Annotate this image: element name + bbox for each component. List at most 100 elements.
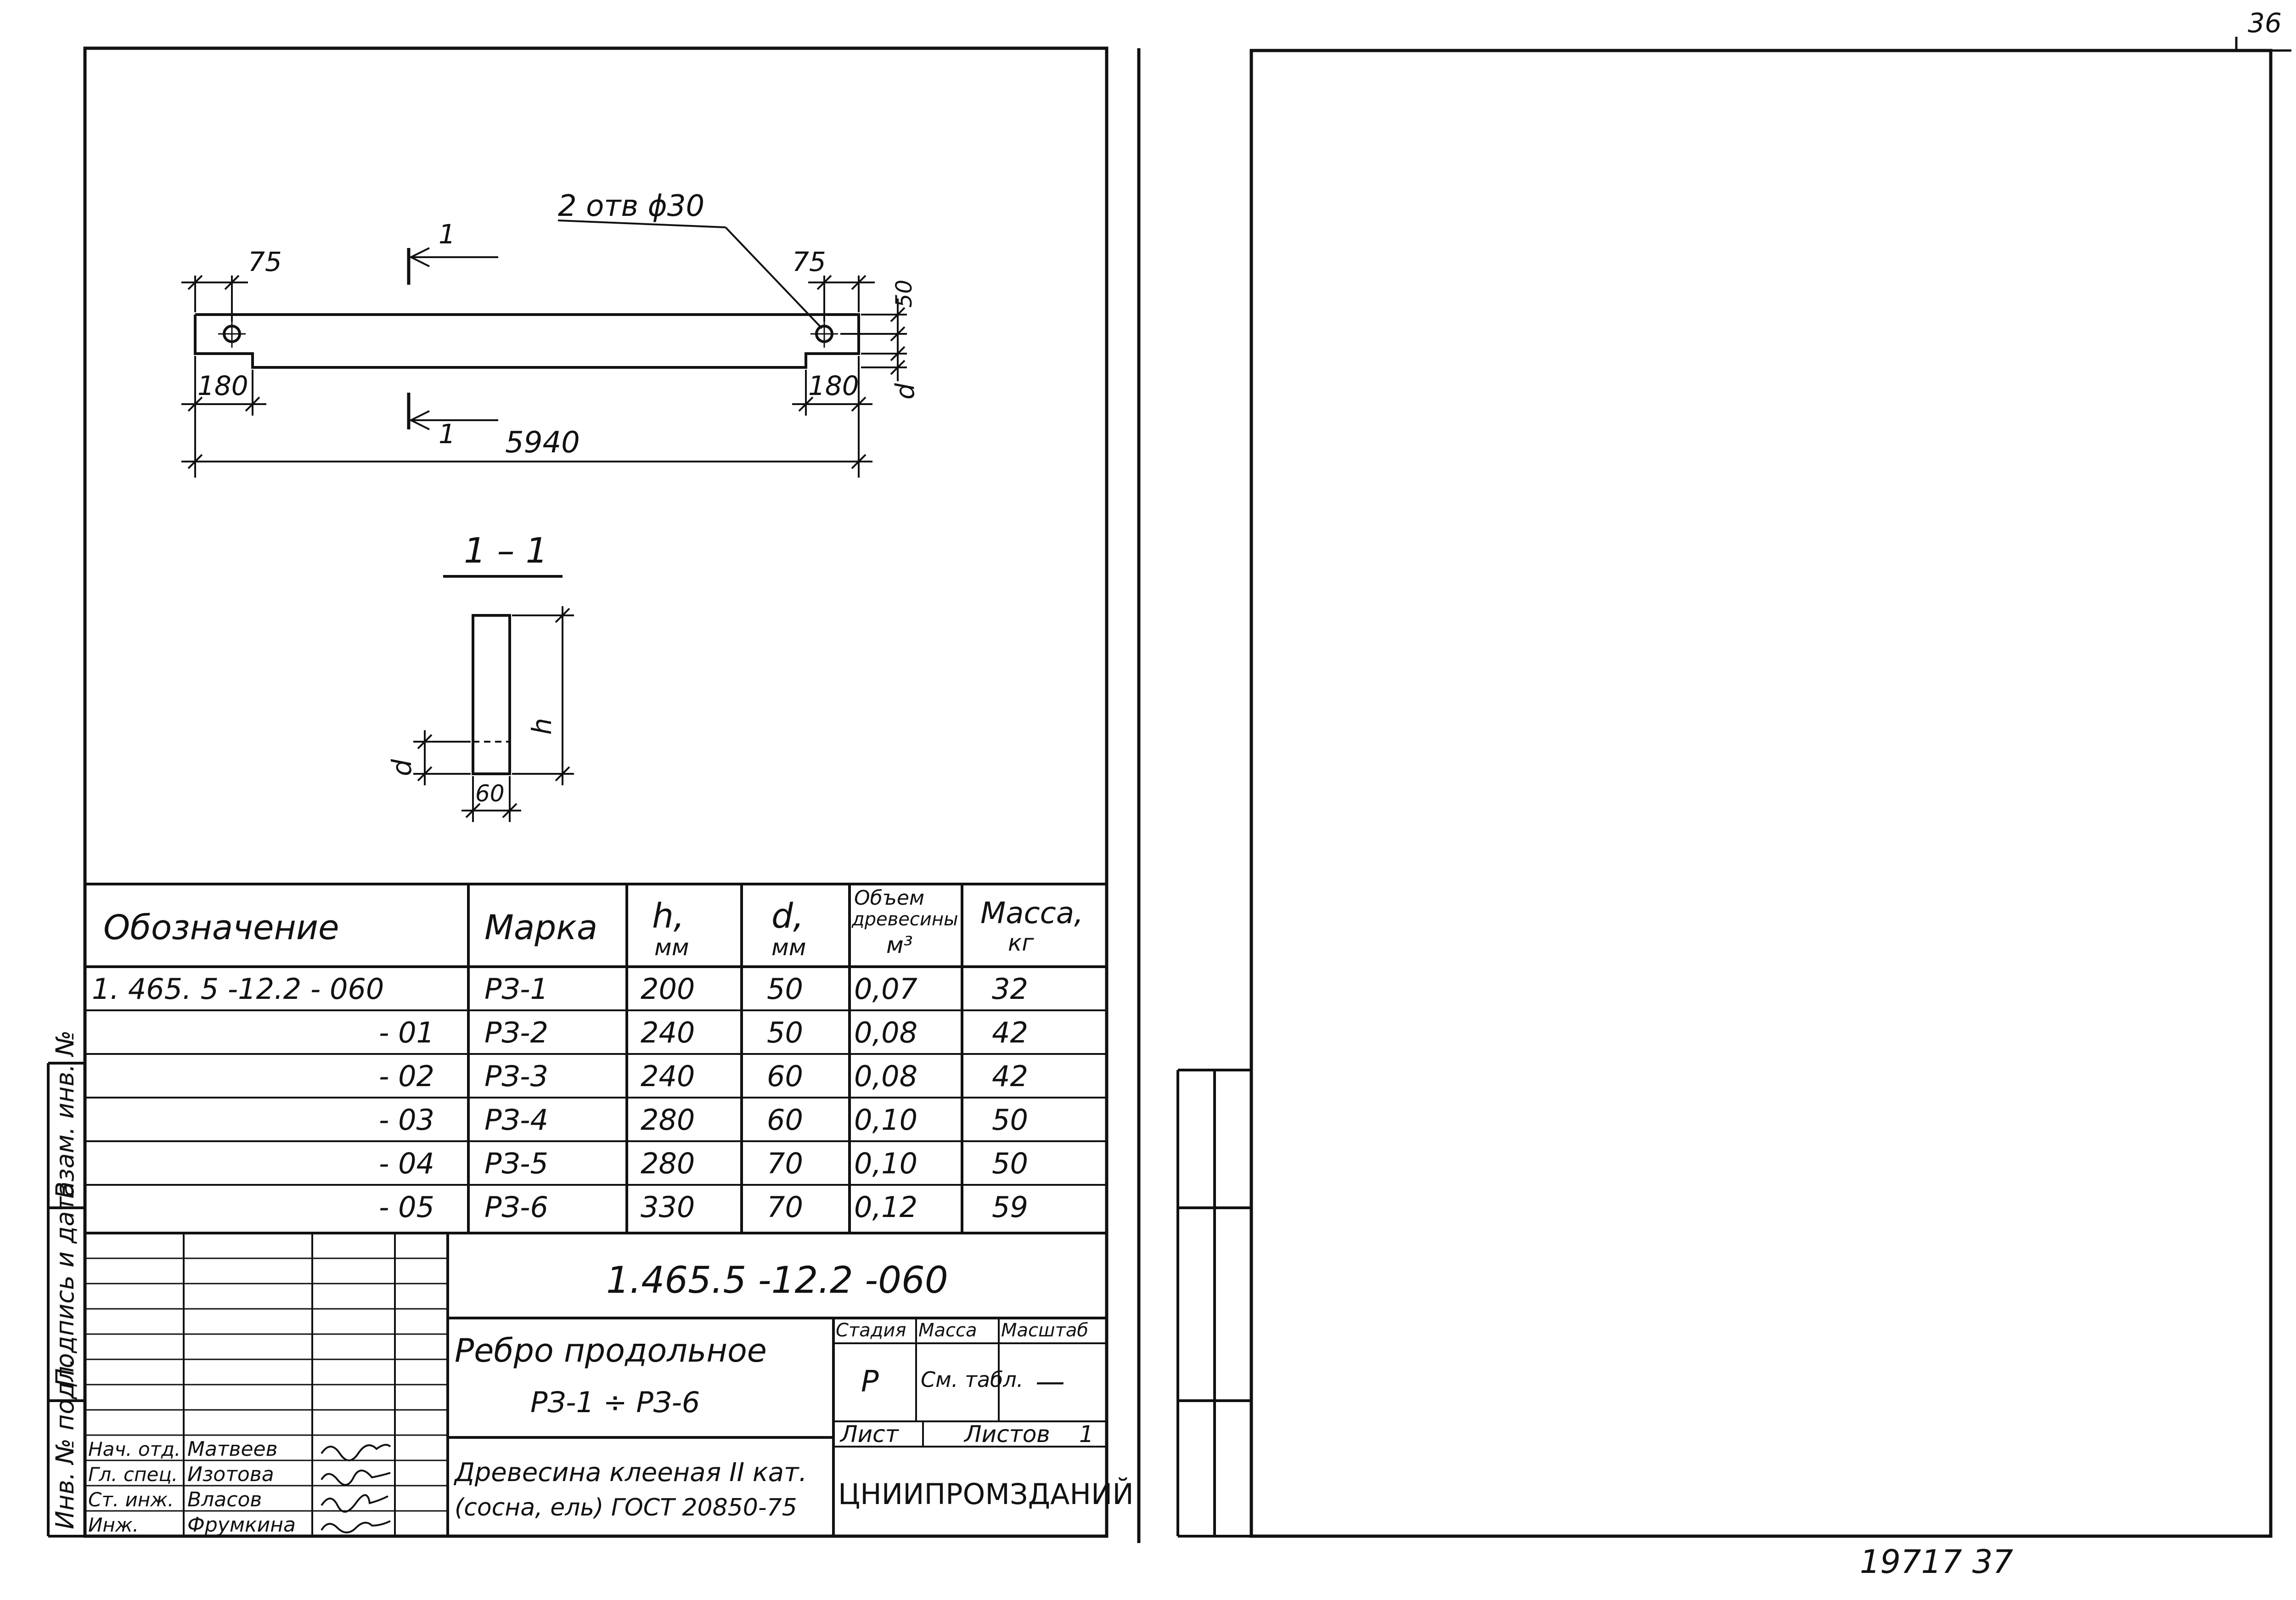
row-volume: 0,07: [854, 972, 917, 1006]
row-mark: РЗ-6: [484, 1190, 548, 1224]
row-h: 200: [641, 972, 695, 1006]
side-stamp: [47, 1062, 85, 1538]
scale-value: —: [1035, 1365, 1065, 1399]
stage-value: Р: [861, 1365, 879, 1399]
doc-name-2: РЗ-1 ÷ РЗ-6: [530, 1386, 700, 1419]
section-h: h: [526, 718, 557, 735]
left-frame: [83, 46, 1109, 1538]
sheet-label: Лист: [839, 1421, 900, 1448]
row-mass: 32: [992, 972, 1028, 1006]
material-2: (сосна, ель) ГОСТ 20850-75: [455, 1494, 797, 1521]
row-mass: 50: [992, 1103, 1028, 1137]
section-cut-marks: [407, 247, 498, 430]
stage-label: Стадия: [836, 1320, 906, 1341]
table-row: - 01 РЗ-2 240 50 0,08 42: [379, 1016, 1028, 1049]
header-volume-unit: м³: [886, 932, 913, 958]
row-mass: 50: [992, 1147, 1028, 1180]
staff-role: Инж.: [88, 1514, 139, 1536]
row-designation: 1. 465. 5 -12.2 - 060: [92, 972, 384, 1006]
page-number-top: 36: [2248, 7, 2282, 39]
staff-role: Нач. отд.: [88, 1438, 180, 1460]
row-mass: 42: [992, 1059, 1028, 1093]
mass-value: См. табл.: [921, 1367, 1023, 1392]
row-mass: 59: [992, 1190, 1028, 1224]
side-stamp-inv: Инв. № подл.: [51, 1358, 79, 1529]
table-row: - 03 РЗ-4 280 60 0,10 50: [379, 1103, 1028, 1137]
elevation-dimensions: [181, 275, 907, 478]
scale-label: Масштаб: [1001, 1320, 1088, 1341]
row-h: 240: [641, 1059, 695, 1093]
spec-table-grid: [85, 883, 1107, 1234]
row-mark: РЗ-4: [484, 1103, 548, 1137]
beam-elevation: [194, 220, 860, 369]
staff-role: Гл. спец.: [88, 1463, 178, 1486]
organization: ЦНИИПРОМЗДАНИЙ: [838, 1477, 1134, 1511]
dim-left-180: 180: [197, 370, 248, 401]
staff-name: Матвеев: [187, 1437, 278, 1461]
staff-row: Инж. Фрумкина: [88, 1513, 296, 1537]
doc-number: 1.465.5 -12.2 -060: [606, 1259, 948, 1301]
staff-name: Изотова: [187, 1463, 274, 1486]
row-mark: РЗ-2: [484, 1016, 548, 1049]
section-title: 1 – 1: [464, 530, 548, 571]
section-view: [413, 575, 574, 822]
staff-row: Ст. инж. Власов: [88, 1488, 262, 1511]
dim-right-75: 75: [792, 246, 826, 277]
sheets-value: 1: [1079, 1421, 1094, 1448]
staff-name: Власов: [187, 1488, 262, 1511]
dim-left-75: 75: [248, 246, 282, 277]
table-row: - 05 РЗ-6 330 70 0,12 59: [379, 1190, 1028, 1224]
hole-label: 2 отв ϕ30: [558, 189, 704, 223]
row-volume: 0,08: [854, 1016, 917, 1049]
row-designation: - 03: [379, 1103, 434, 1137]
row-mark: РЗ-5: [484, 1147, 548, 1180]
right-side-stamp: [1176, 1069, 1251, 1538]
row-h: 240: [641, 1016, 695, 1049]
signatures: [321, 1444, 391, 1533]
side-stamp-sign-date: Подпись и дата: [51, 1182, 79, 1387]
row-designation: - 02: [379, 1059, 434, 1093]
row-designation: - 04: [379, 1147, 434, 1180]
sheets-label: Листов: [963, 1421, 1050, 1448]
mass-label: Масса: [918, 1320, 977, 1341]
header-volume-1: Объем: [854, 886, 924, 910]
header-mass: Масса,: [980, 896, 1083, 930]
row-h: 280: [641, 1103, 695, 1137]
title-block-grid: [85, 1233, 1107, 1536]
row-designation: - 01: [379, 1016, 434, 1049]
dim-d-side: d: [890, 383, 920, 400]
row-volume: 0,12: [854, 1190, 917, 1224]
staff-row: Гл. спец. Изотова: [88, 1463, 274, 1486]
staff-role: Ст. инж.: [88, 1488, 174, 1511]
header-d-unit: мм: [771, 934, 806, 961]
material-1: Древесина клееная II кат.: [453, 1458, 807, 1487]
header-mark: Марка: [484, 908, 597, 947]
page-number-bottom: 19717 37: [1860, 1543, 2013, 1581]
row-mark: РЗ-1: [484, 972, 548, 1006]
row-mark: РЗ-3: [484, 1059, 548, 1093]
staff-name: Фрумкина: [187, 1513, 296, 1537]
dim-right-180: 180: [808, 370, 859, 401]
section-width: 60: [475, 780, 505, 807]
table-row: - 04 РЗ-5 280 70 0,10 50: [379, 1147, 1028, 1180]
side-stamp-replace: Взам. инв. №: [51, 1030, 79, 1199]
row-d: 60: [767, 1059, 803, 1093]
row-d: 70: [767, 1190, 803, 1224]
section-mark-bottom: 1: [439, 418, 456, 450]
header-h: h,: [652, 896, 684, 936]
row-d: 50: [767, 972, 803, 1006]
header-designation: Обозначение: [103, 908, 339, 947]
right-frame: [1249, 37, 2291, 1538]
row-volume: 0,10: [854, 1103, 917, 1137]
section-d: d: [386, 759, 417, 776]
row-d: 60: [767, 1103, 803, 1137]
row-volume: 0,10: [854, 1147, 917, 1180]
row-volume: 0,08: [854, 1059, 917, 1093]
header-mass-unit: кг: [1008, 930, 1034, 956]
row-designation: - 05: [379, 1190, 434, 1224]
row-mass: 42: [992, 1016, 1028, 1049]
header-volume-2: древесины: [851, 909, 958, 930]
header-h-unit: мм: [654, 934, 689, 961]
row-h: 330: [641, 1190, 695, 1224]
